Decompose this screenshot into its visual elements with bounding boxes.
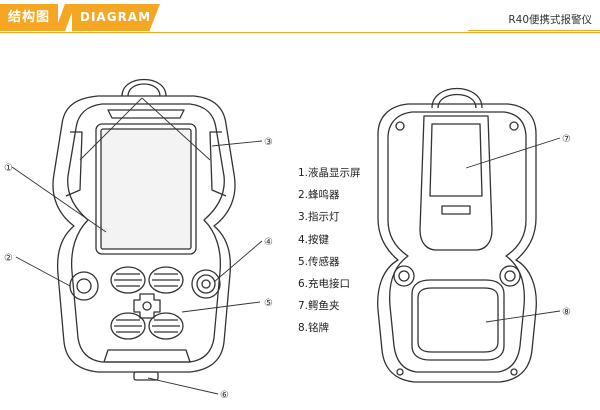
legend-item-buttons: 4.按键: [298, 233, 330, 246]
parts-legend: 1.液晶显示屏 2.蜂鸣器 3.指示灯 4.按键 5.传感器 6.充电接口 7.…: [298, 162, 361, 340]
section-tag-en: DIAGRAM: [72, 4, 160, 31]
callout-numbers: ① ② ③ ④ ⑤ ⑥ ⑦ ⑧: [4, 134, 571, 401]
callout-5: ⑤: [264, 298, 273, 309]
callout-7: ⑦: [562, 134, 571, 145]
legend-item-buzzer: 2.蜂鸣器: [298, 189, 340, 202]
legend-item-indicator: 3.指示灯: [298, 211, 340, 224]
legend-item-sensor: 5.传感器: [298, 255, 340, 268]
callout-3: ③: [264, 137, 273, 148]
callout-4: ④: [264, 237, 273, 248]
back-view: [377, 88, 537, 383]
legend-item-nameplate: 8.铭牌: [298, 322, 330, 335]
legend-item-clip: 7.鳄鱼夹: [298, 300, 340, 313]
header-notch: [468, 30, 600, 37]
callout-6: ⑥: [220, 390, 229, 401]
callout-2: ②: [4, 253, 13, 264]
diagram-header: 结构图 DIAGRAM R40便携式报警仪: [0, 0, 600, 38]
callout-8: ⑧: [562, 307, 571, 318]
section-tag-cn: 结构图: [0, 4, 58, 31]
header-divider: [0, 32, 600, 33]
front-view: [52, 78, 236, 381]
legend-item-charging-port: 6.充电接口: [298, 278, 351, 291]
leader-lines: [11, 97, 561, 395]
callout-1: ①: [4, 163, 13, 174]
legend-item-lcd: 1.液晶显示屏: [298, 167, 361, 179]
product-name: R40便携式报警仪: [508, 14, 592, 26]
